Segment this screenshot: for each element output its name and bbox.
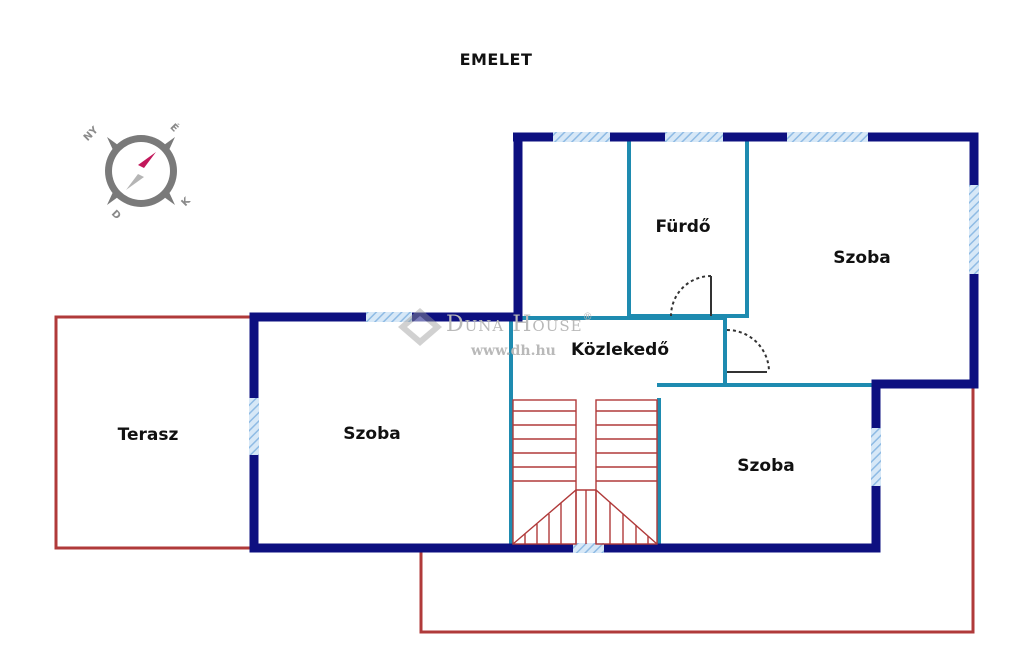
terrace-outline: [54, 315, 252, 550]
door-right-room: [726, 329, 770, 373]
compass-needle-north: [138, 152, 156, 168]
door-bathroom: [670, 275, 712, 317]
windows: [249, 132, 979, 553]
compass-label-se: K: [180, 195, 194, 209]
room-label-terrace: Terasz: [117, 425, 179, 445]
watermark-brand: Duna House®: [446, 312, 594, 337]
compass-icon: [105, 135, 177, 207]
room-label-bathroom: Fürdő: [655, 217, 711, 237]
room-label-bottom-right-room: Szoba: [737, 456, 795, 476]
watermark-url: www.dh.hu: [471, 343, 556, 359]
room-label-top-right-room: Szoba: [833, 248, 891, 268]
inner-walls: [509, 137, 875, 548]
window-left-top: [366, 312, 412, 322]
compass-label-ne: É: [167, 121, 181, 135]
compass-label-sw: D: [109, 208, 123, 222]
room-label-left-room: Szoba: [343, 424, 401, 444]
compass-label-nw: NY: [82, 124, 101, 143]
window-left-wall: [249, 398, 259, 455]
compass-needle-south: [126, 174, 144, 190]
window-bottom: [573, 543, 604, 553]
watermark-registered: ®: [582, 312, 594, 323]
window-top-2: [665, 132, 723, 142]
room-label-hallway: Közlekedő: [570, 340, 670, 360]
window-top-3: [787, 132, 868, 142]
watermark-logo-icon: [398, 308, 442, 346]
window-right: [969, 185, 979, 274]
window-top-1: [553, 132, 610, 142]
floor-title: EMELET: [459, 50, 533, 69]
watermark-brand-text: Duna House: [446, 312, 583, 337]
window-right-lower: [871, 428, 881, 486]
lower-balcony-outline: [419, 386, 975, 634]
staircase: [512, 399, 658, 545]
